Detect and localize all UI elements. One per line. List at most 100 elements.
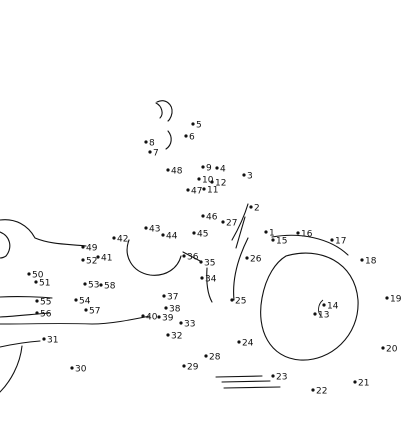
dot-marker xyxy=(311,388,315,392)
dot-number: 37 xyxy=(167,293,178,303)
dot-16: 16 xyxy=(296,230,313,240)
dot-49: 49 xyxy=(81,244,98,254)
dot-marker xyxy=(96,255,100,259)
dot-43: 43 xyxy=(144,225,160,235)
dot-marker xyxy=(186,188,190,192)
dot-marker xyxy=(271,238,275,242)
dot-marker xyxy=(112,236,116,240)
dot-marker xyxy=(34,280,38,284)
dot-number: 24 xyxy=(242,339,254,349)
dot-40: 40 xyxy=(141,313,158,323)
dot-4: 4 xyxy=(215,165,226,175)
dot-marker xyxy=(179,321,183,325)
dot-marker xyxy=(249,205,253,209)
dot-48: 48 xyxy=(166,167,183,177)
dot-number: 45 xyxy=(197,230,208,240)
dot-5: 5 xyxy=(191,121,202,131)
dot-marker xyxy=(74,298,78,302)
dot-33: 33 xyxy=(179,320,195,330)
dot-23: 23 xyxy=(271,373,287,383)
dot-52: 52 xyxy=(81,257,97,267)
dot-marker xyxy=(199,260,203,264)
dot-marker xyxy=(99,283,103,287)
dot-24: 24 xyxy=(237,339,254,349)
dot-57: 57 xyxy=(84,307,100,317)
dot-number: 43 xyxy=(149,225,160,235)
dot-marker xyxy=(182,254,186,258)
dot-53: 53 xyxy=(83,281,99,291)
dot-marker xyxy=(296,231,300,235)
dot-15: 15 xyxy=(271,237,287,247)
dot-marker xyxy=(192,231,196,235)
dot-marker xyxy=(230,298,234,302)
dot-marker xyxy=(141,314,145,318)
dot-marker xyxy=(164,306,168,310)
dot-21: 21 xyxy=(353,379,369,389)
dot-42: 42 xyxy=(112,235,128,245)
dot-marker xyxy=(162,294,166,298)
dot-number: 58 xyxy=(104,282,116,292)
dot-marker xyxy=(144,140,148,144)
dot-number: 3 xyxy=(247,172,253,182)
dot-27: 27 xyxy=(221,219,237,229)
dot-32: 32 xyxy=(166,332,182,342)
dot-marker xyxy=(215,166,219,170)
dot-marker xyxy=(204,354,208,358)
dot-13: 13 xyxy=(313,311,329,321)
dot-number: 4 xyxy=(220,165,226,175)
dot-54: 54 xyxy=(74,297,91,307)
dot-6: 6 xyxy=(184,133,195,143)
dot-number: 30 xyxy=(75,365,87,375)
dot-number: 55 xyxy=(40,298,51,308)
dot-marker xyxy=(184,134,188,138)
dot-marker xyxy=(161,233,165,237)
dot-number: 7 xyxy=(153,149,159,159)
dot-number: 34 xyxy=(205,275,217,285)
dot-number: 9 xyxy=(206,164,212,174)
dot-marker xyxy=(144,226,148,230)
dot-marker xyxy=(157,315,161,319)
dot-marker xyxy=(271,374,275,378)
dot-26: 26 xyxy=(245,255,262,265)
dot-marker xyxy=(84,308,88,312)
dot-7: 7 xyxy=(148,149,159,159)
dot-number: 49 xyxy=(86,244,98,254)
dot-number: 36 xyxy=(187,253,199,263)
dot-25: 25 xyxy=(230,297,246,307)
dot-number: 29 xyxy=(187,363,199,373)
outline-strokes xyxy=(0,100,359,393)
dot-20: 20 xyxy=(381,345,398,355)
dot-number: 52 xyxy=(86,257,97,267)
dot-2: 2 xyxy=(249,204,260,214)
dot-29: 29 xyxy=(182,363,199,373)
dot-50: 50 xyxy=(27,271,44,281)
dot-number: 54 xyxy=(79,297,91,307)
dot-8: 8 xyxy=(144,139,155,149)
dot-number: 50 xyxy=(32,271,44,281)
dot-number: 15 xyxy=(276,237,287,247)
dot-number: 22 xyxy=(316,387,327,397)
dot-marker xyxy=(201,165,205,169)
numbered-dots: 1234567891011121314151617181920212223242… xyxy=(27,121,401,397)
dot-number: 19 xyxy=(390,295,401,305)
dot-number: 10 xyxy=(202,176,214,186)
dot-marker xyxy=(313,312,317,316)
dot-36: 36 xyxy=(182,253,199,263)
dot-51: 51 xyxy=(34,279,50,289)
dot-47: 47 xyxy=(186,187,202,197)
dot-marker xyxy=(360,258,364,262)
dot-marker xyxy=(35,299,39,303)
dot-number: 33 xyxy=(184,320,195,330)
dot-number: 47 xyxy=(191,187,202,197)
dot-number: 28 xyxy=(209,353,221,363)
dot-marker xyxy=(330,238,334,242)
dot-number: 6 xyxy=(189,133,195,143)
dot-number: 46 xyxy=(206,213,218,223)
dot-marker xyxy=(166,168,170,172)
dot-number: 21 xyxy=(358,379,369,389)
dot-number: 27 xyxy=(226,219,237,229)
dot-12: 12 xyxy=(210,179,226,189)
dot-number: 44 xyxy=(166,232,178,242)
dot-marker xyxy=(201,214,205,218)
